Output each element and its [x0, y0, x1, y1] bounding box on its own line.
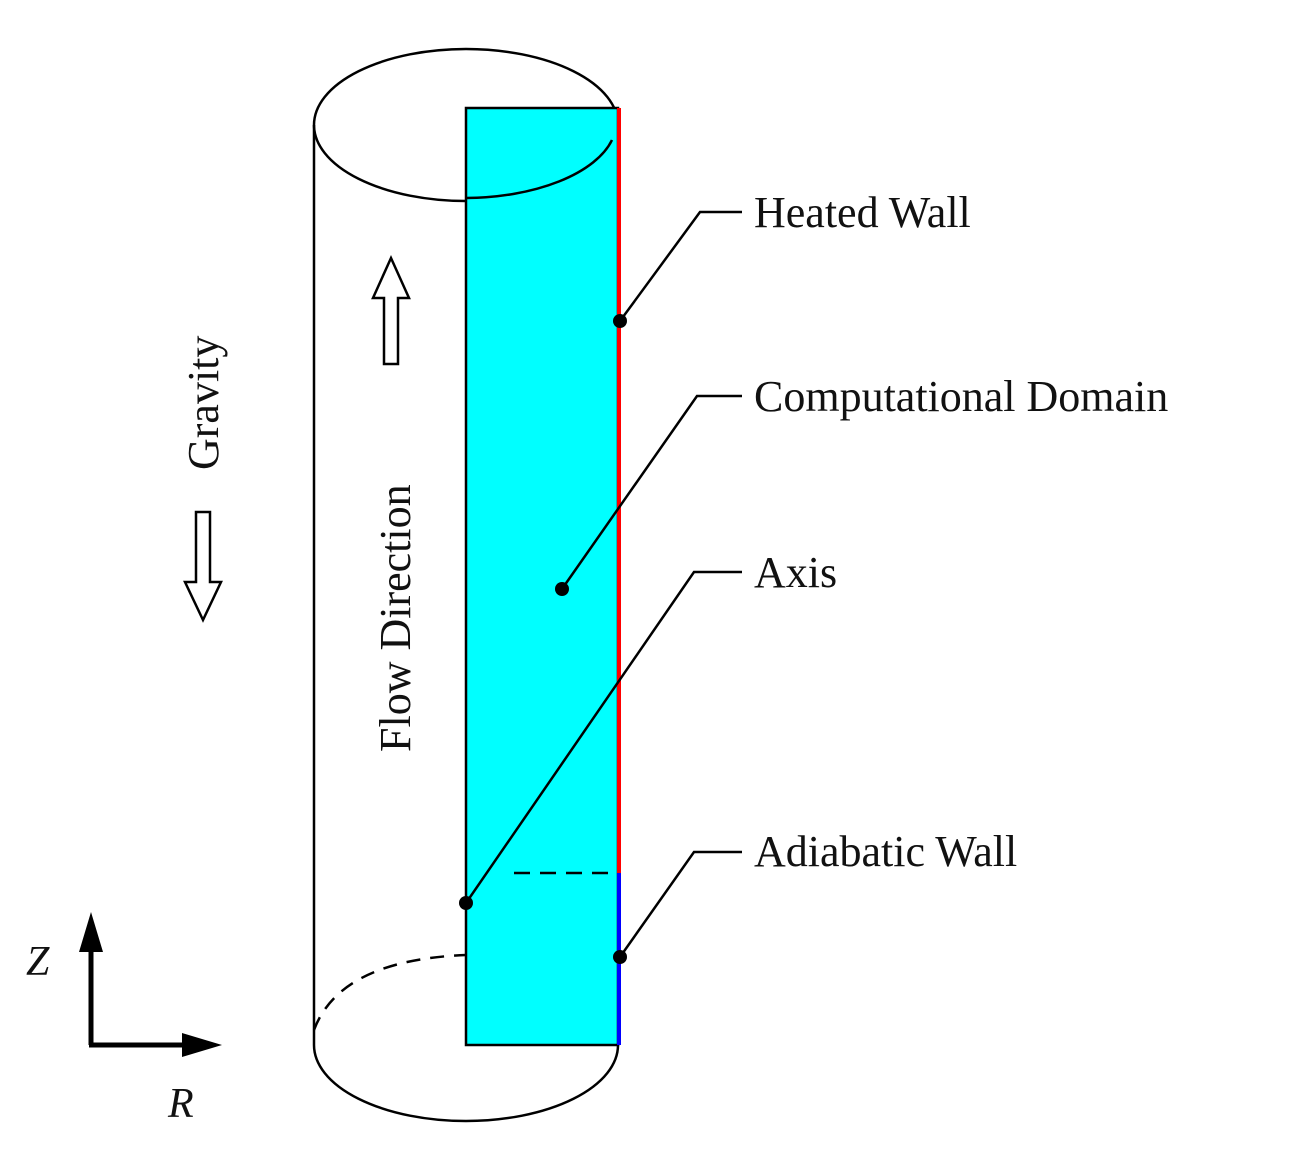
computational-domain-label: Computational Domain — [754, 372, 1168, 421]
heated-wall-dot — [613, 314, 627, 328]
adiabatic-wall-label: Adiabatic Wall — [754, 827, 1017, 876]
adiabatic-wall-dot — [613, 950, 627, 964]
heated-wall-leader — [618, 210, 742, 322]
computational-domain-leader — [560, 394, 742, 590]
flow-up-arrow-icon — [371, 254, 411, 366]
computational-domain-rect — [464, 106, 620, 1047]
z-axis-label: Z — [26, 939, 50, 985]
cylinder-top-front-arc — [465, 139, 614, 200]
adiabatic-wall-leader — [618, 850, 742, 958]
r-axis-arrowhead-icon — [182, 1033, 222, 1057]
flow-direction-label: Flow Direction — [371, 484, 420, 752]
coordinate-axes — [79, 912, 222, 1057]
axis-label: Axis — [754, 548, 837, 597]
r-axis-label: R — [167, 1081, 194, 1127]
z-axis-arrowhead-icon — [79, 912, 103, 952]
gravity-label: Gravity — [179, 336, 228, 470]
computational-domain-dot — [555, 582, 569, 596]
cylinder-bottom-back-arc — [312, 953, 467, 1031]
gravity-down-arrow-icon — [183, 510, 223, 623]
heated-wall-label: Heated Wall — [754, 188, 971, 237]
leaders — [459, 210, 742, 964]
axis-leader — [464, 570, 742, 904]
axis-dot — [459, 896, 473, 910]
cylinder-bottom-front-arc — [312, 1044, 620, 1123]
